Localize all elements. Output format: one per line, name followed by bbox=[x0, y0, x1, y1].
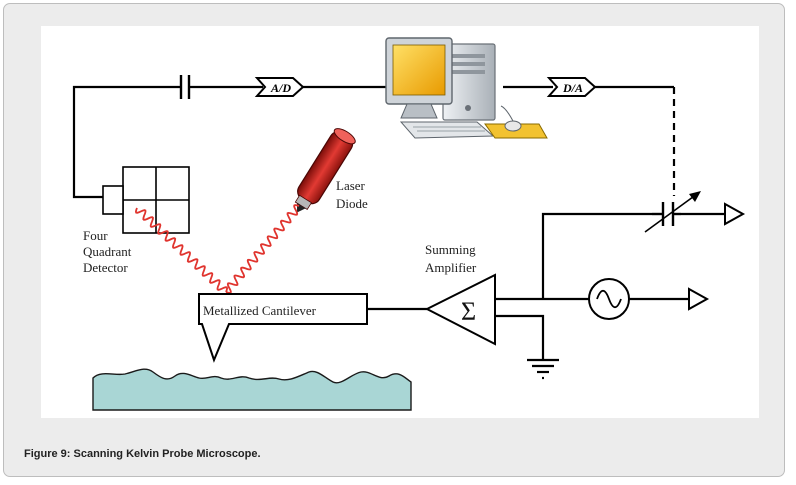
ground-icon bbox=[527, 358, 559, 380]
figure-caption: Figure 9: Scanning Kelvin Probe Microsco… bbox=[24, 448, 261, 460]
signal-wiring bbox=[72, 85, 676, 199]
adc-label: A/D bbox=[270, 81, 291, 95]
capacitor bbox=[179, 75, 191, 99]
metallized-cantilever: Metallized Cantilever bbox=[198, 293, 368, 363]
laser-diode-icon bbox=[294, 128, 356, 213]
detector-label: Four Quadrant Detector bbox=[83, 228, 132, 275]
sigma-symbol: Σ bbox=[461, 297, 476, 326]
cantilever-label: Metallized Cantilever bbox=[203, 303, 317, 318]
laser-beam bbox=[134, 204, 300, 294]
detector-label-line2: Quadrant bbox=[83, 244, 132, 259]
variable-capacitor bbox=[644, 191, 701, 233]
computer-icon bbox=[385, 37, 548, 139]
sample-surface bbox=[92, 368, 412, 411]
amplifier-label-line2: Amplifier bbox=[425, 260, 477, 275]
dac-label: D/A bbox=[562, 81, 583, 95]
four-quadrant-detector bbox=[102, 166, 190, 234]
ac-source-icon bbox=[588, 278, 630, 320]
output-arrow-top bbox=[724, 202, 746, 226]
laser-label-line1: Laser bbox=[336, 178, 366, 193]
detector-label-line1: Four bbox=[83, 228, 108, 243]
dac-block: D/A bbox=[546, 77, 597, 97]
laser-label: Laser Diode bbox=[336, 178, 368, 211]
figure-frame: A/D D/A bbox=[3, 3, 785, 477]
summing-amplifier: Σ bbox=[424, 273, 496, 346]
amplifier-label: Summing Amplifier bbox=[425, 242, 477, 275]
kelvin-probe-diagram: A/D D/A bbox=[72, 37, 746, 411]
output-wiring bbox=[495, 212, 725, 360]
output-arrow-bottom bbox=[688, 287, 710, 311]
adc-block: A/D bbox=[254, 77, 305, 97]
amplifier-label-line1: Summing bbox=[425, 242, 476, 257]
laser-label-line2: Diode bbox=[336, 196, 368, 211]
detector-label-line3: Detector bbox=[83, 260, 128, 275]
figure-panel: A/D D/A bbox=[41, 26, 759, 418]
